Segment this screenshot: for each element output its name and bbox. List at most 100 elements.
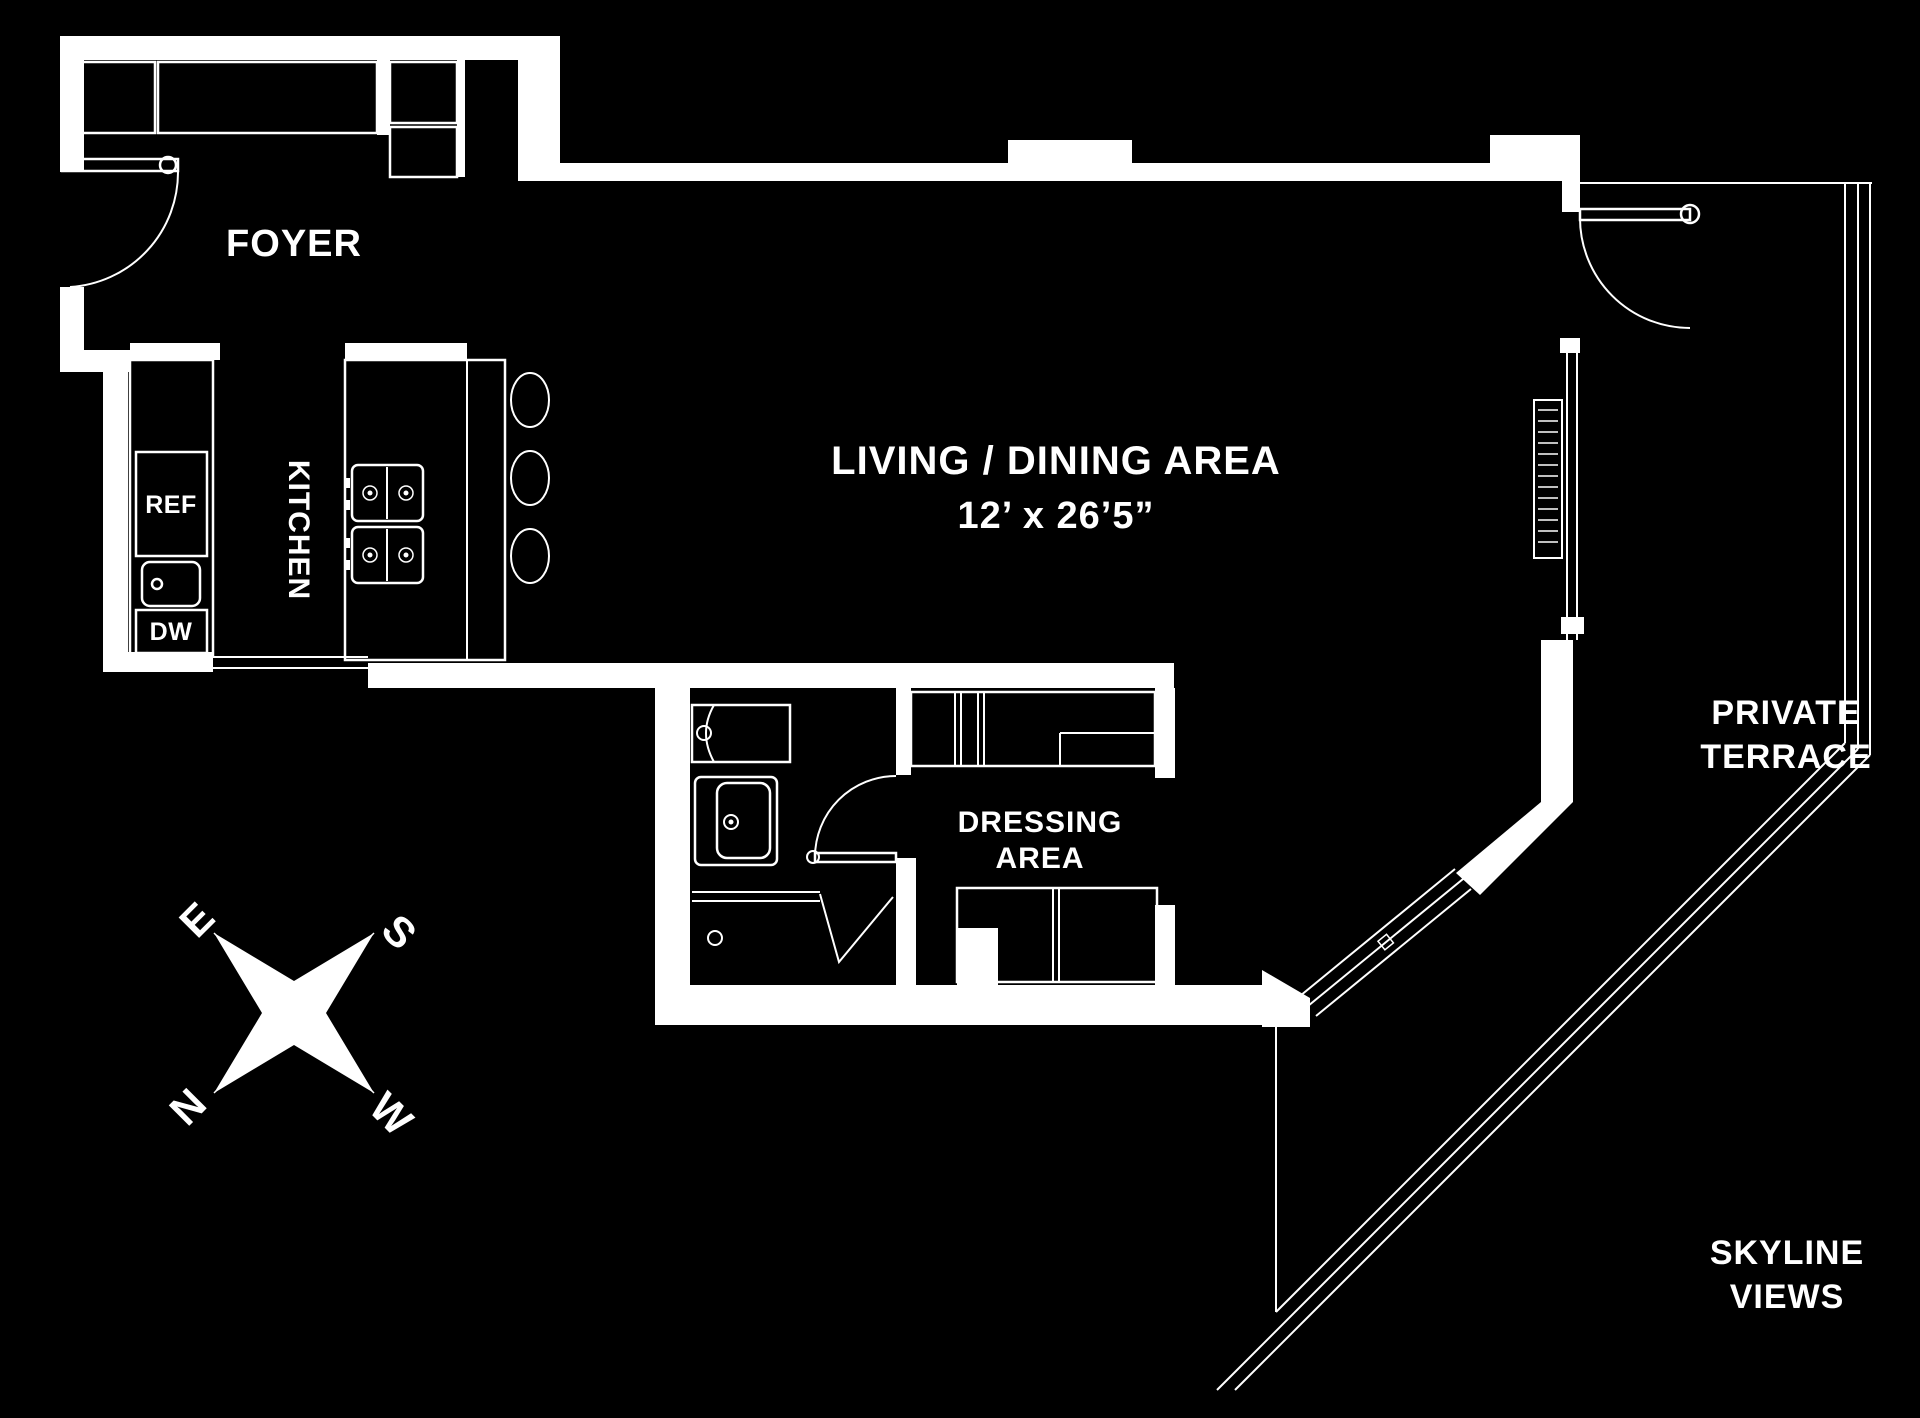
wall-apartment-bottom (655, 985, 1262, 1025)
diagonal-glass-line (1307, 878, 1464, 1007)
radiator-hatch (1538, 409, 1558, 543)
stool (510, 372, 550, 428)
living-dining-label: LIVING / DINING AREA (831, 439, 1281, 483)
burner-dot (367, 490, 373, 496)
terrace-door-hinge (1679, 203, 1701, 225)
glass-mullion-upper (1560, 338, 1580, 353)
entry-door-swing-arc (69, 170, 180, 288)
burner (398, 485, 414, 501)
closet-box (156, 60, 379, 135)
stove-unit-top (350, 463, 425, 523)
bathroom-door-leaf (813, 851, 898, 864)
glass-wall-diagonal (1299, 868, 1472, 1017)
radiator-box (1533, 399, 1563, 559)
private-terrace-label-line1: PRIVATE (1711, 694, 1860, 732)
burner (398, 547, 414, 563)
wall-bathroom-right-upper (896, 688, 911, 775)
refrigerator (134, 450, 209, 558)
compass-star (214, 933, 374, 1093)
diagonal-glass-line (1299, 868, 1456, 997)
dressing-closet-top (909, 690, 1157, 768)
bathroom-sink-counter (693, 775, 779, 867)
terrace-boundary (1216, 182, 1872, 1391)
wall-left-below-door (60, 287, 84, 362)
glass-wall-east (1533, 353, 1578, 640)
wall-bathroom-right-lower (896, 858, 916, 985)
radiator (1533, 399, 1563, 559)
bathroom-sink-dot (728, 819, 734, 825)
bathroom-door-stop (806, 850, 820, 864)
closet-box (66, 60, 157, 135)
burner (362, 485, 378, 501)
kitchen-sink (140, 560, 202, 608)
terrace-door-leaf (1578, 207, 1692, 222)
wall-top-right-corner (1490, 135, 1580, 181)
wall-foyer-top (60, 36, 560, 60)
glass-mullion-lower (1561, 617, 1584, 634)
glass-joint-marker (1376, 933, 1395, 951)
wall-top-column (1008, 140, 1132, 181)
shower-folding-door (819, 893, 894, 965)
bathtub-inner-curve (705, 704, 715, 763)
terrace-door (1578, 203, 1701, 329)
bathtub-drain (696, 725, 712, 741)
wall-living-southeast-pier (1541, 640, 1573, 802)
terrace-diagonal-parapet (1275, 742, 1846, 1313)
bathroom-sink-faucet (723, 814, 739, 830)
burner-dot (367, 552, 373, 558)
burner-dot (403, 490, 409, 496)
stove-knob (344, 560, 350, 570)
kitchen-fixtures (128, 358, 550, 669)
dressing-area-label-line2: AREA (995, 842, 1084, 875)
entry-door-leaf (60, 157, 180, 173)
room-labels: FOYER KITCHEN REF DW LIVING / DINING ARE… (145, 223, 1871, 1316)
dressing-closets (909, 690, 1159, 984)
burner-dot (403, 552, 409, 558)
wall-left-upper (60, 36, 84, 172)
closet-shelf (388, 125, 459, 179)
wall-closet-nib-2 (457, 60, 465, 177)
island-top-nib (345, 343, 467, 360)
stove-knob (344, 538, 350, 548)
bathtub (690, 703, 792, 764)
terrace-door-swing-arc (1579, 217, 1691, 329)
dressing-area-label-line1: DRESSING (958, 806, 1123, 839)
foyer-closets (66, 60, 459, 179)
entry-door (60, 155, 180, 288)
foyer-label: FOYER (226, 223, 362, 265)
floor-drain (707, 930, 723, 946)
terrace-diagonal-parapet (1234, 754, 1871, 1391)
dishwasher-label: DW (150, 618, 193, 646)
wall-closet-notch (957, 928, 998, 985)
stove-unit-bottom (350, 525, 425, 585)
burner (362, 547, 378, 563)
skyline-views-label-line1: SKYLINE (1710, 1234, 1864, 1272)
entry-door-hinge (158, 155, 178, 175)
kitchen-sink-faucet (150, 577, 164, 591)
bathroom-fixtures (690, 703, 898, 965)
kitchen-label: KITCHEN (282, 460, 315, 600)
wall-dressing-east-lower (1155, 905, 1175, 985)
terrace-diagonal-parapet (1216, 748, 1859, 1391)
skyline-views-label-line2: VIEWS (1730, 1278, 1845, 1316)
stool (510, 450, 550, 506)
closet-box (388, 60, 459, 125)
diagonal-glass-line (1315, 888, 1472, 1017)
wall-southeast-chamfer (1456, 802, 1573, 895)
wall-spine (368, 663, 1174, 688)
wall-kitchen-west (103, 350, 128, 672)
refrigerator-label: REF (145, 491, 197, 519)
wall-step-column (518, 36, 560, 163)
kitchen-counter-west (128, 358, 215, 657)
stove-knob (344, 500, 350, 510)
stove-knob (344, 478, 350, 488)
dressing-closet-bottom (955, 886, 1159, 984)
wall-closet-nib-1 (377, 60, 390, 135)
living-dining-dimensions: 12’ x 26’5” (958, 495, 1155, 537)
wall-dressing-east-upper (1155, 688, 1175, 778)
private-terrace-label-line2: TERRACE (1700, 738, 1871, 776)
bathroom-sink (715, 781, 772, 860)
wall-terrace-door-pier (1562, 181, 1580, 212)
